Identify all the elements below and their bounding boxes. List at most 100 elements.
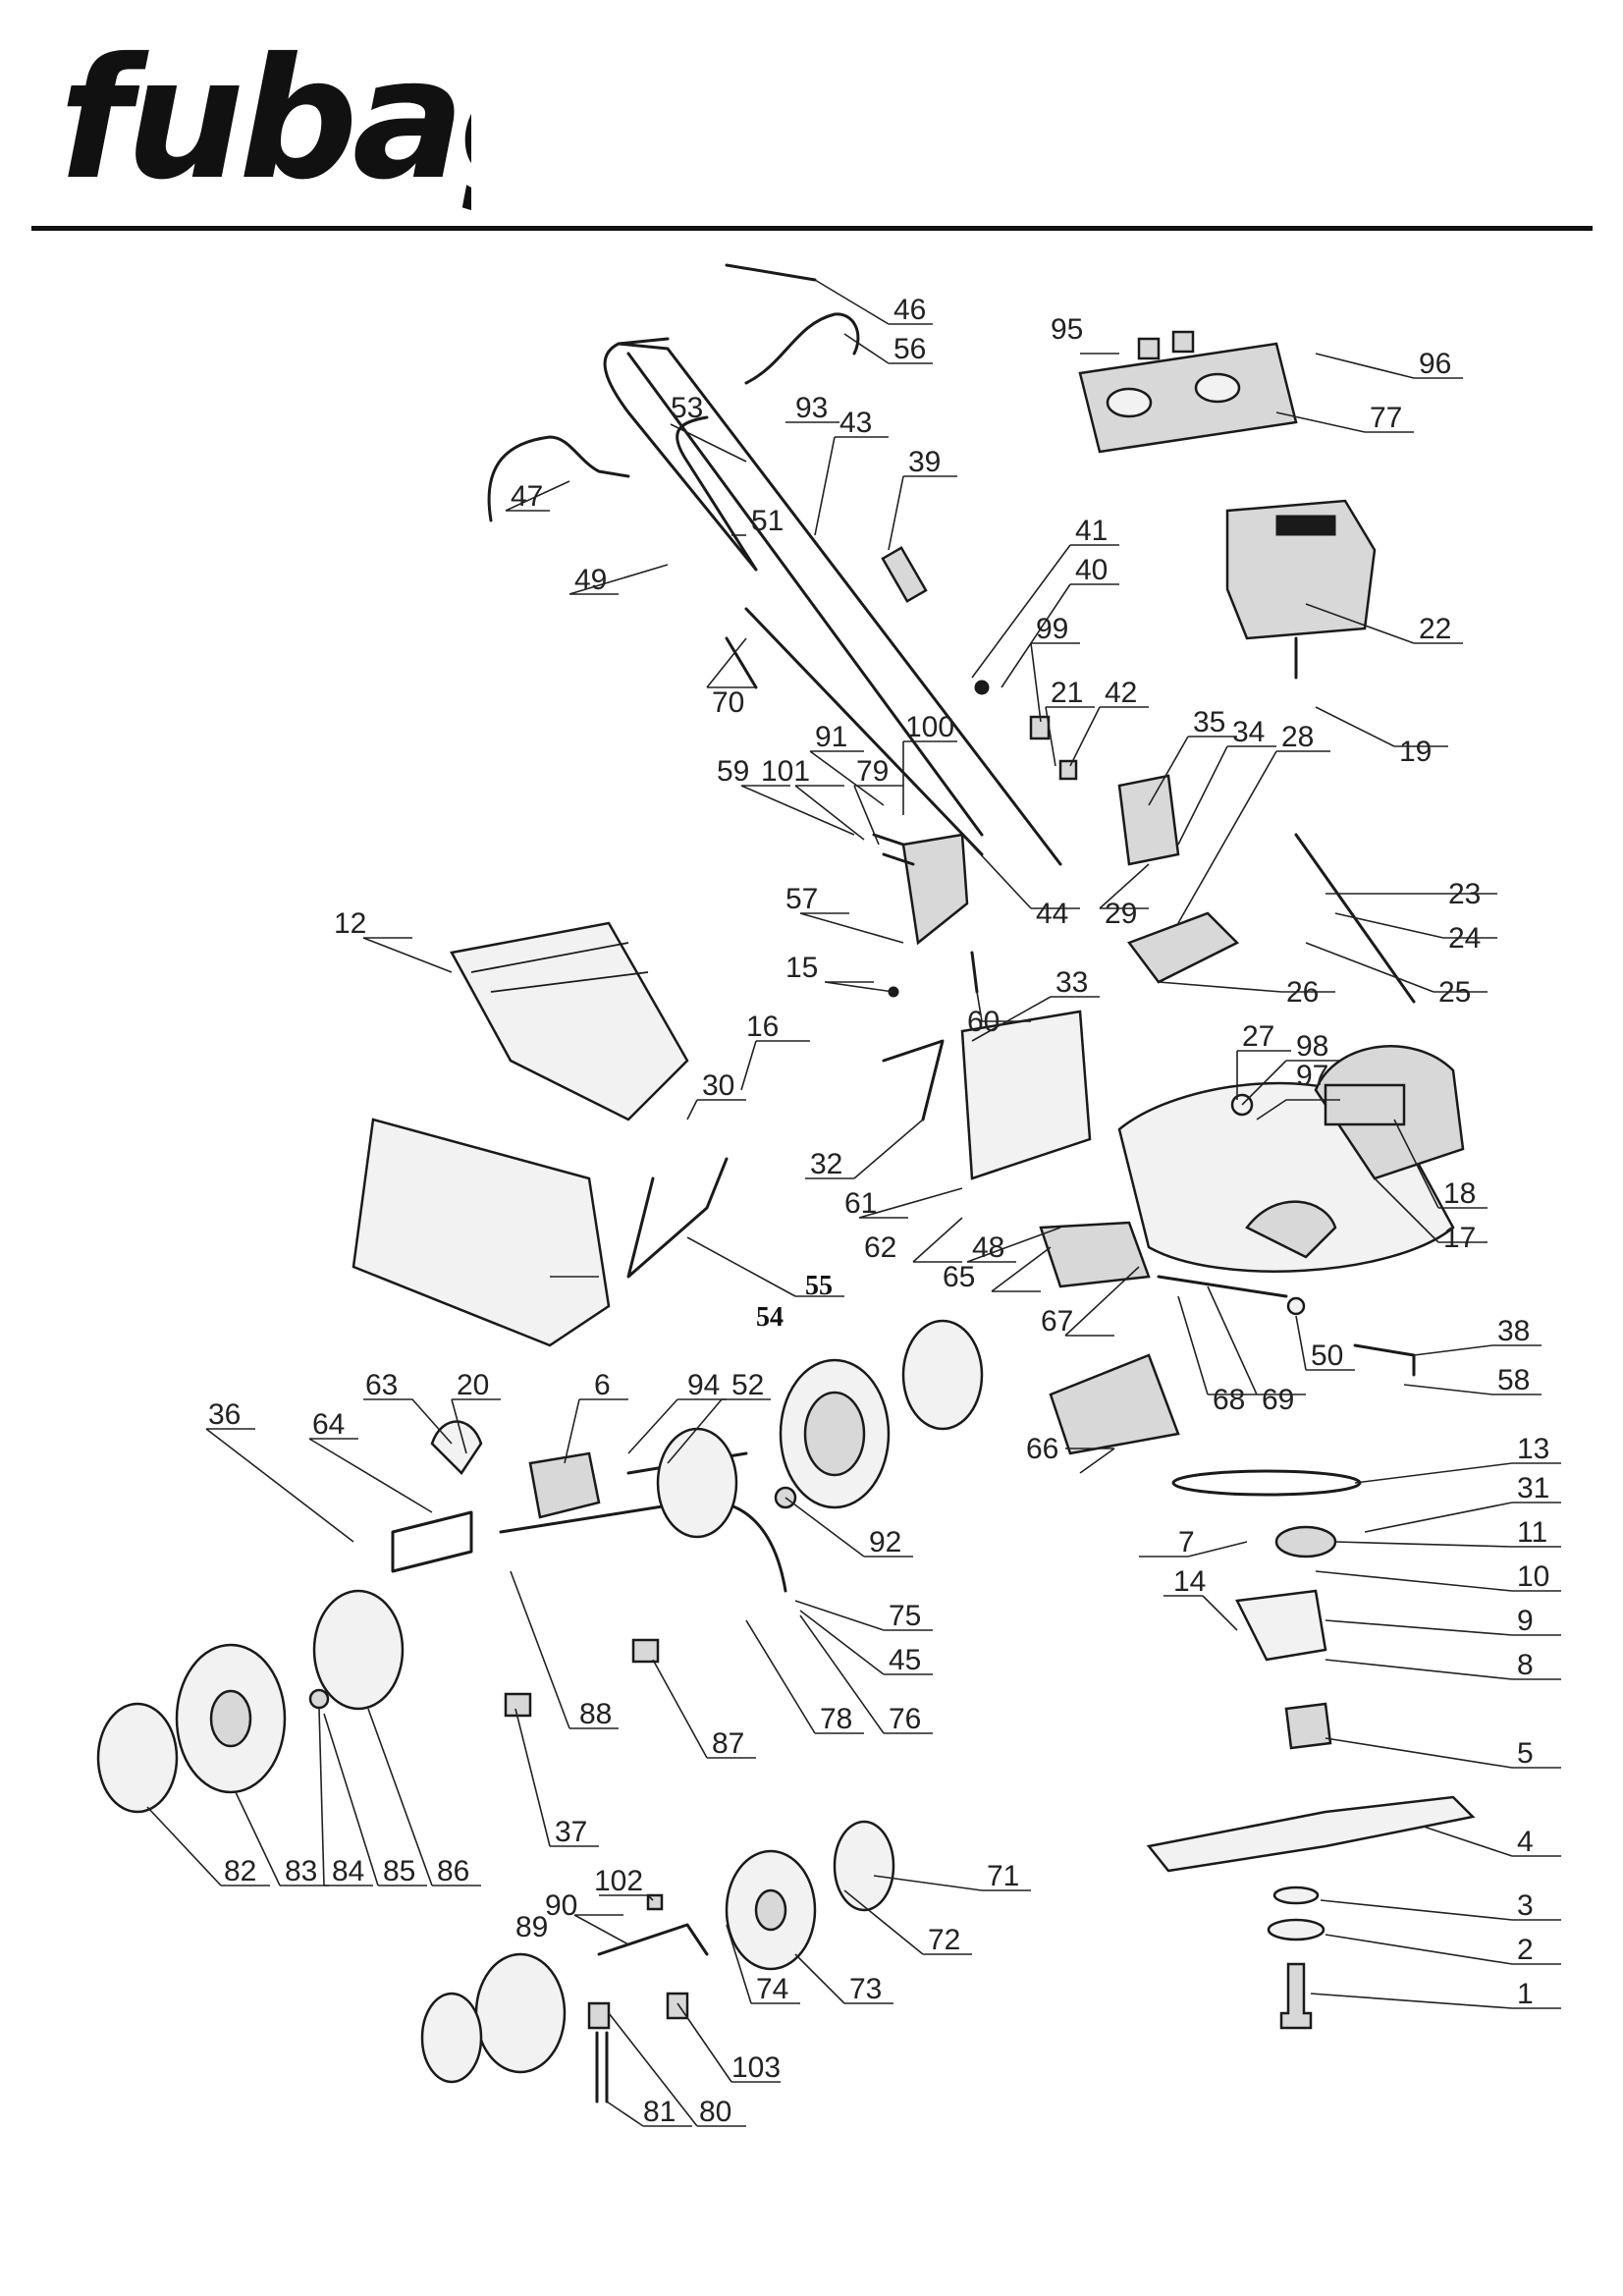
- label-70: 70: [712, 686, 744, 719]
- label-50: 50: [1311, 1339, 1343, 1372]
- cover-hole-r: [1194, 372, 1241, 404]
- label-24: 24: [1448, 922, 1481, 955]
- washer-2: [1267, 1918, 1325, 1941]
- cap-95a: [1137, 337, 1161, 360]
- frame-32: [882, 1039, 945, 1121]
- drive-assembly: [96, 1319, 984, 1814]
- label-31: 31: [1517, 1472, 1549, 1504]
- label-49: 49: [574, 564, 607, 596]
- label-4: 4: [1517, 1826, 1534, 1858]
- plate-57: [901, 833, 969, 946]
- block-103: [666, 1992, 689, 2020]
- label-103: 103: [731, 2051, 781, 2084]
- label-16: 16: [746, 1011, 779, 1043]
- label-63: 63: [365, 1369, 398, 1401]
- hubcap-86: [312, 1589, 405, 1711]
- label-88: 88: [579, 1698, 612, 1730]
- cover-hole-l: [1106, 387, 1153, 418]
- label-91: 91: [815, 721, 847, 753]
- rear-wheel-right-hub: [803, 1391, 866, 1477]
- label-35: 35: [1193, 706, 1225, 738]
- label-30: 30: [702, 1069, 734, 1102]
- label-62: 62: [864, 1231, 896, 1264]
- label-9: 9: [1517, 1605, 1534, 1637]
- label-97: 97: [1296, 1060, 1328, 1092]
- label-65: 65: [943, 1261, 975, 1293]
- front-wheel-assembly: [420, 1820, 895, 2104]
- label-102: 102: [594, 1865, 643, 1897]
- hubcap-front-left: [420, 1992, 483, 2084]
- label-82: 82: [224, 1855, 256, 1887]
- label-58: 58: [1497, 1364, 1530, 1396]
- label-28: 28: [1281, 721, 1314, 753]
- lever-39: [881, 546, 928, 603]
- adapter-5: [1284, 1702, 1332, 1750]
- pulley-11: [1274, 1525, 1337, 1558]
- label-79: 79: [856, 755, 889, 788]
- knob-40: [974, 680, 990, 695]
- hubcap-right: [901, 1319, 984, 1431]
- label-5: 5: [1517, 1737, 1534, 1770]
- belt-13: [1171, 1469, 1362, 1497]
- label-99: 99: [1036, 613, 1068, 645]
- label-60: 60: [967, 1006, 1000, 1038]
- label-81: 81: [643, 2096, 676, 2128]
- label-78: 78: [820, 1703, 852, 1735]
- label-98: 98: [1296, 1030, 1328, 1063]
- fubag-logo: fubag: [59, 29, 471, 217]
- block-80: [587, 2001, 611, 2030]
- label-27: 27: [1242, 1020, 1274, 1053]
- label-37: 37: [555, 1816, 587, 1848]
- bag-54: [352, 1118, 611, 1347]
- label-10: 10: [1517, 1560, 1549, 1593]
- label-101: 101: [761, 755, 810, 788]
- handle-assembly: [487, 263, 1180, 998]
- deck-assembly: [882, 833, 1465, 1455]
- label-44: 44: [1036, 898, 1068, 930]
- label-46: 46: [893, 294, 926, 326]
- label-33: 33: [1055, 966, 1088, 999]
- label-66: 66: [1026, 1433, 1058, 1465]
- cap-95b: [1171, 330, 1195, 354]
- label-42: 42: [1105, 677, 1137, 709]
- label-7: 7: [1178, 1526, 1195, 1558]
- engine-assembly: [1078, 330, 1377, 680]
- label-75: 75: [889, 1600, 921, 1632]
- label-8: 8: [1517, 1649, 1534, 1681]
- label-83: 83: [285, 1855, 317, 1887]
- label-43: 43: [839, 407, 872, 439]
- bearing-84: [308, 1688, 330, 1710]
- label-57: 57: [785, 883, 818, 915]
- guard-28: [1126, 911, 1240, 984]
- label-68: 68: [1213, 1384, 1245, 1416]
- label-95: 95: [1051, 313, 1083, 346]
- label-1: 1: [1517, 1978, 1534, 2010]
- bail-47: [487, 435, 630, 522]
- label-85: 85: [383, 1855, 415, 1887]
- label-89: 89: [515, 1911, 548, 1943]
- front-wheel-left: [474, 1952, 567, 2074]
- label-52: 52: [731, 1369, 764, 1401]
- label-94: 94: [687, 1369, 720, 1401]
- label-72: 72: [928, 1924, 960, 1956]
- engine-fins: [1275, 515, 1336, 536]
- frame-55: [626, 1157, 729, 1279]
- label-86: 86: [437, 1855, 469, 1887]
- label-69: 69: [1262, 1384, 1294, 1416]
- bracket-35: [1117, 774, 1180, 866]
- rod-69: [1157, 1275, 1288, 1298]
- gearbox-6: [528, 1451, 601, 1519]
- label-45: 45: [889, 1644, 921, 1676]
- bail-56: [744, 312, 860, 385]
- label-22: 22: [1419, 613, 1451, 645]
- part-labels: 46 56 95 96 77 53 93 43 39 47 51 41 40 4…: [208, 294, 1549, 2128]
- rear-wheel-83-hub: [209, 1689, 252, 1748]
- label-55: 55: [805, 1271, 833, 1301]
- label-3: 3: [1517, 1889, 1534, 1922]
- label-25: 25: [1438, 976, 1471, 1009]
- label-15: 15: [785, 952, 818, 984]
- label-34: 34: [1232, 716, 1265, 748]
- label-53: 53: [671, 392, 703, 424]
- bushing-87: [631, 1638, 660, 1664]
- guard-66: [1049, 1353, 1180, 1455]
